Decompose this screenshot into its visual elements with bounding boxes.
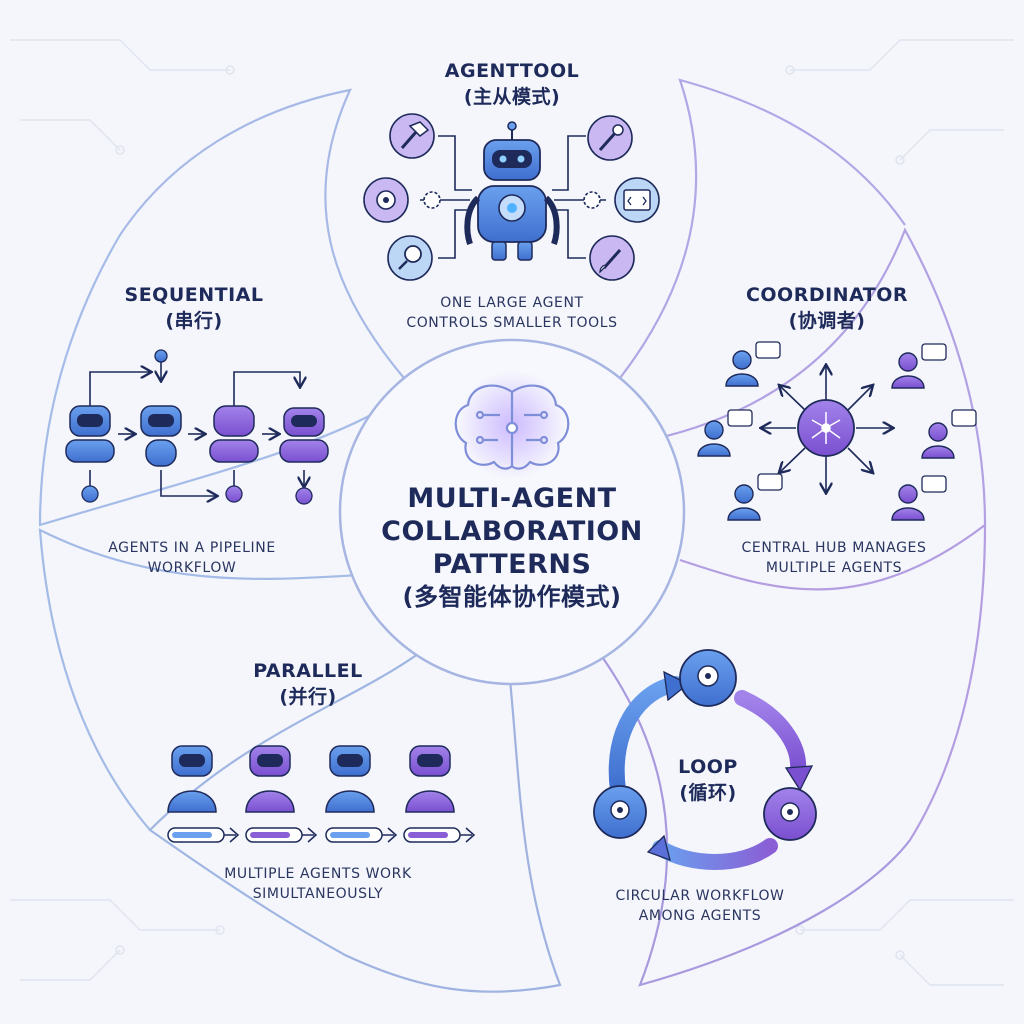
parallel-diagram: [167, 745, 476, 843]
agent-head-icon: [679, 649, 737, 707]
robot-icon: [209, 405, 259, 463]
petal-parallel-outline: [148, 644, 431, 956]
petal-loop-outline: [589, 639, 911, 987]
robot-icon: [140, 405, 182, 467]
petal-agenttool-outline: [119, 88, 405, 379]
sequential-desc-line2: WORKFLOW: [147, 560, 237, 576]
coordinator-desc-line1: CENTRAL HUB MANAGES: [741, 540, 927, 556]
coordinator-description: CENTRAL HUB MANAGES MULTIPLE AGENTS: [704, 538, 964, 578]
agenttool-desc-line2: CONTROLS SMALLER TOOLS: [406, 315, 618, 331]
center-title-line2: COLLABORATION: [381, 516, 643, 547]
person-icon: [697, 409, 753, 457]
petal-sequential-outline: [38, 234, 381, 527]
hammer-icon: [389, 113, 435, 159]
coordinator-diagram: [697, 341, 977, 521]
loop-desc-line2: AMONG AGENTS: [638, 908, 762, 924]
person-icon: [891, 343, 947, 389]
center-title-line1: MULTI-AGENT: [407, 483, 617, 514]
sequential-desc-line1: AGENTS IN A PIPELINE: [108, 540, 276, 556]
loop-desc-line1: CIRCULAR WORKFLOW: [615, 888, 785, 904]
loop-title: LOOP (循环): [648, 754, 768, 806]
agenttool-title: AGENTTOOL (主从模式): [392, 58, 632, 110]
sequential-title: SEQUENTIAL (串行): [84, 282, 304, 334]
agent-head-icon: [593, 785, 647, 839]
sequential-title-cn: (串行): [165, 310, 223, 332]
center-title-line3: PATTERNS: [432, 549, 592, 580]
parallel-desc-line1: MULTIPLE AGENTS WORK: [224, 866, 412, 882]
coordinator-desc-line2: MULTIPLE AGENTS: [765, 560, 903, 576]
loop-title-en: LOOP: [678, 756, 738, 778]
magnifier-icon: [387, 235, 433, 281]
agenttool-title-en: AGENTTOOL: [444, 60, 580, 82]
person-icon: [921, 409, 977, 459]
center-title: MULTI-AGENT COLLABORATION PATTERNS (多智能体…: [352, 482, 672, 614]
robot-icon: [279, 407, 329, 463]
agent-head-icon: [763, 787, 817, 841]
coordinator-title: COORDINATOR (协调者): [712, 282, 942, 334]
robot-icon: [405, 745, 455, 813]
loop-title-cn: (循环): [679, 782, 737, 804]
robot-icon: [245, 745, 295, 813]
robot-icon: [65, 405, 115, 463]
pinwheel-outline: [38, 78, 987, 993]
parallel-title-cn: (并行): [279, 686, 337, 708]
parallel-description: MULTIPLE AGENTS WORK SIMULTANEOUSLY: [178, 864, 458, 904]
parallel-desc-line2: SIMULTANEOUSLY: [252, 886, 384, 902]
wrench-icon: [587, 115, 633, 161]
brain-network-icon: [454, 384, 570, 470]
robot-icon: [464, 121, 560, 261]
center-hub-circle: [338, 338, 686, 686]
loop-description: CIRCULAR WORKFLOW AMONG AGENTS: [580, 886, 820, 926]
progress-arrows: [167, 827, 476, 843]
circuit-background: [10, 39, 1014, 986]
loop-diagram: [593, 649, 817, 870]
sequential-description: AGENTS IN A PIPELINE WORKFLOW: [62, 538, 322, 578]
gear-icon: [363, 177, 441, 223]
agenttool-diagram: [363, 113, 660, 281]
sequential-diagram: [65, 349, 329, 505]
person-icon: [725, 341, 781, 387]
person-icon: [891, 475, 947, 521]
sequential-title-en: SEQUENTIAL: [124, 284, 264, 306]
center-title-cn: (多智能体协作模式): [402, 583, 622, 611]
paintbrush-icon: [589, 235, 635, 281]
agenttool-desc-line1: ONE LARGE AGENT: [440, 295, 584, 311]
parallel-title: PARALLEL (并行): [208, 658, 408, 710]
coordinator-title-en: COORDINATOR: [745, 284, 909, 306]
code-window-icon: [583, 177, 660, 223]
person-icon: [727, 473, 783, 521]
agenttool-description: ONE LARGE AGENT CONTROLS SMALLER TOOLS: [372, 293, 652, 333]
coordinator-title-cn: (协调者): [788, 310, 866, 332]
parallel-title-en: PARALLEL: [253, 660, 363, 682]
agenttool-title-cn: (主从模式): [463, 86, 561, 108]
robot-icon: [167, 745, 217, 813]
robot-icon: [325, 745, 375, 813]
